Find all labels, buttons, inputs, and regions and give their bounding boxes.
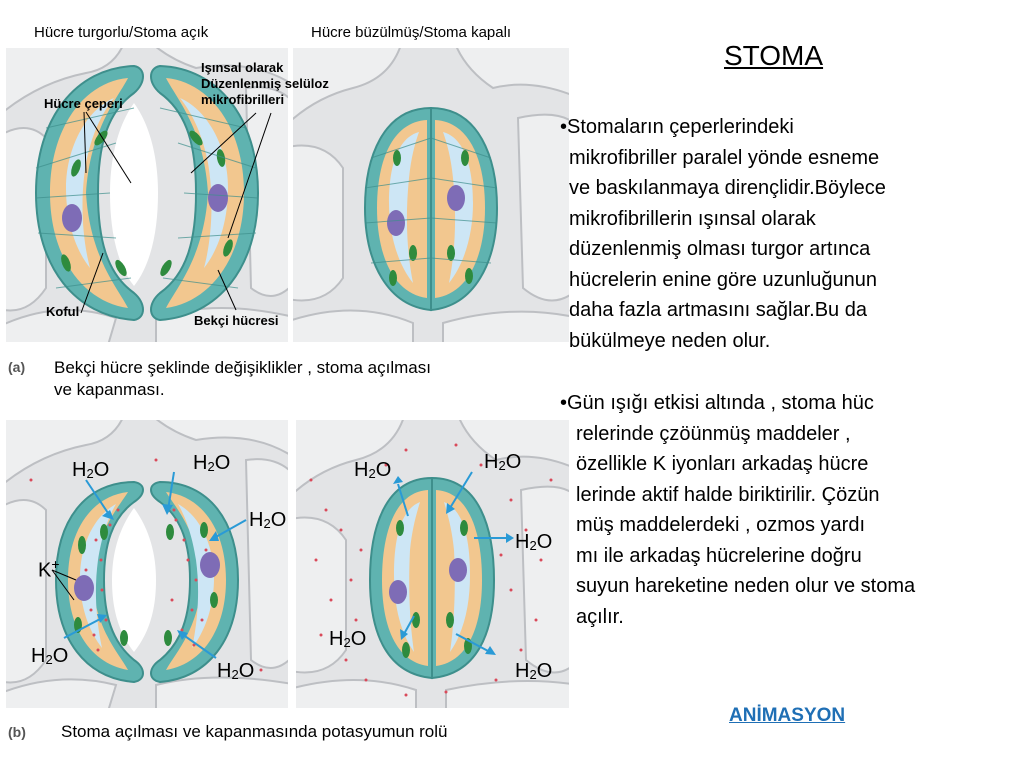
potassium-label: K+ — [38, 556, 60, 583]
water-o: O — [214, 452, 231, 474]
label-cell-wall: Hücre çeperi — [44, 96, 123, 111]
animation-link[interactable]: ANİMASYON — [729, 705, 846, 726]
water-sub: 2 — [343, 635, 351, 650]
paragraph-2-line: suyun hareketine neden olur ve stoma — [576, 575, 916, 597]
water-o: O — [536, 531, 553, 553]
closed-stoma-figure — [293, 48, 569, 342]
water-o: O — [505, 451, 522, 473]
caption-stoma-open: Hücre turgorlu/Stoma açık — [34, 24, 209, 41]
figure-tag-b: (b) — [8, 724, 26, 740]
potassium-closed-figure — [296, 420, 569, 708]
paragraph-2-line: mı ile arkadaş hücrelerine doğru — [576, 544, 862, 567]
label-microfibrils-line-1: Işınsal olarak — [201, 60, 284, 75]
water-sub: 2 — [498, 458, 506, 473]
water-label-b6: H2O — [354, 459, 391, 482]
paragraph-2-line: özellikle K iyonları arkadaş hücre — [576, 453, 869, 475]
paragraph-1-line: daha fazla artmasını sağlar.Bu da — [569, 299, 867, 321]
water-sub: 2 — [45, 652, 53, 667]
water-o: O — [270, 509, 287, 531]
water-label-b2: H2O — [193, 452, 230, 475]
potassium-k: K — [38, 559, 52, 582]
caption-panel-a: Bekçi hücre şeklinde değişiklikler , sto… — [54, 357, 431, 401]
potassium-open-figure — [6, 420, 288, 708]
water-h: H — [329, 628, 344, 650]
paragraph-2-line: müş maddelerdeki , ozmos yardı — [576, 514, 866, 536]
paragraph-1-line: •Stomaların çeperlerindeki — [560, 116, 794, 138]
paragraph-1-line: ve baskılanmaya dirençlidir.Böylece — [569, 177, 886, 199]
water-o: O — [536, 660, 553, 682]
paragraph-1-line: hücrelerin enine göre uzunluğunun — [569, 268, 878, 291]
water-label-b3: H2O — [249, 509, 286, 532]
water-h: H — [354, 459, 369, 481]
label-microfibrils-line-2: Düzenlenmiş selüloz — [201, 76, 329, 91]
water-sub: 2 — [231, 667, 239, 682]
paragraph-2-line: lerinde aktif halde biriktirilir. Çözün — [576, 483, 880, 506]
water-h: H — [217, 660, 232, 682]
water-sub: 2 — [86, 466, 94, 481]
label-microfibrils: Işınsal olarak Düzenlenmiş selüloz mikro… — [201, 60, 329, 108]
paragraph-1-line: bükülmeye neden olur. — [569, 329, 771, 352]
paragraph-potassium: •Gün ışığı etkisi altında , stoma hüc re… — [560, 388, 915, 632]
water-label-b9: H2O — [329, 628, 366, 651]
water-sub: 2 — [529, 538, 537, 553]
water-label-b4: H2O — [31, 645, 68, 668]
potassium-plus: + — [51, 556, 60, 572]
water-h: H — [72, 459, 87, 481]
water-h: H — [31, 645, 46, 667]
water-sub: 2 — [263, 516, 271, 531]
water-o: O — [350, 628, 367, 650]
page-title: STOMA — [724, 40, 824, 71]
water-sub: 2 — [207, 459, 215, 474]
water-o: O — [52, 645, 69, 667]
caption-stoma-closed: Hücre büzülmüş/Stoma kapalı — [311, 24, 512, 41]
paragraph-microfibrils: •Stomaların çeperlerindeki mikrofibrille… — [560, 112, 886, 356]
water-h: H — [484, 451, 499, 473]
label-vacuole: Koful — [46, 304, 80, 319]
figure-tag-a: (a) — [8, 359, 26, 375]
water-o: O — [238, 660, 255, 682]
open-stoma-figure — [6, 48, 288, 342]
diagram-closed-stoma — [293, 48, 569, 342]
water-label-b1: H2O — [72, 459, 109, 482]
paragraph-2-line: açılır. — [576, 605, 624, 628]
diagram-potassium-closed — [296, 420, 569, 708]
caption-panel-a-line-1: Bekçi hücre şeklinde değişiklikler , sto… — [54, 358, 431, 377]
paragraph-2-line: •Gün ışığı etkisi altında , stoma hüc — [560, 392, 874, 414]
water-h: H — [249, 509, 264, 531]
water-h: H — [515, 660, 530, 682]
water-sub: 2 — [529, 667, 537, 682]
label-guard-cell: Bekçi hücresi — [194, 313, 279, 328]
paragraph-1-line: mikrofibriller paralel yönde esneme — [569, 146, 880, 169]
water-label-b7: H2O — [484, 451, 521, 474]
paragraph-1-line: mikrofibrillerin ışınsal olarak — [569, 207, 816, 230]
water-o: O — [375, 459, 392, 481]
diagram-open-stoma — [6, 48, 288, 342]
water-label-b10: H2O — [515, 660, 552, 683]
water-label-b5: H2O — [217, 660, 254, 683]
label-microfibrils-line-3: mikrofibrilleri — [201, 92, 285, 107]
water-sub: 2 — [368, 466, 376, 481]
water-o: O — [93, 459, 110, 481]
water-h: H — [515, 531, 530, 553]
paragraph-2-line: relerinde çzöünmüş maddeler , — [576, 422, 851, 445]
caption-panel-a-line-2: ve kapanması. — [54, 380, 165, 399]
diagram-potassium-open — [6, 420, 288, 708]
paragraph-1-line: düzenlenmiş olması turgor artınca — [569, 238, 871, 260]
water-label-b8: H2O — [515, 531, 552, 554]
caption-panel-b: Stoma açılması ve kapanmasında potasyumu… — [61, 722, 448, 741]
water-h: H — [193, 452, 208, 474]
